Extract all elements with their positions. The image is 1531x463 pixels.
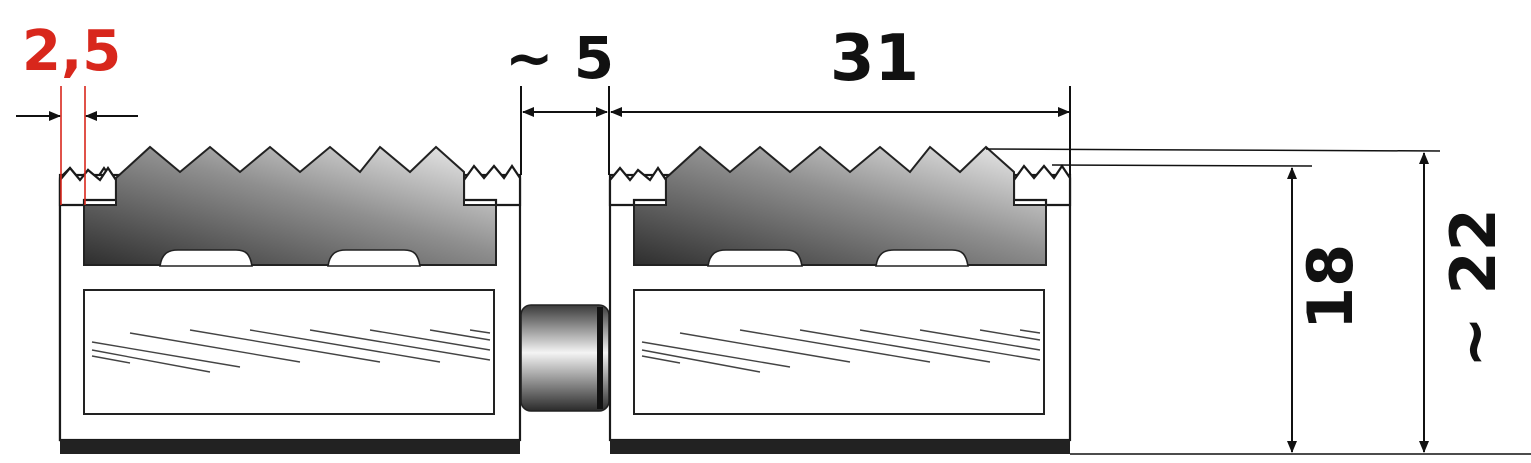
left-lower-panel <box>83 289 495 415</box>
insert-height-label: 18 <box>1294 244 1367 330</box>
dimension-insert-height: 18 <box>1051 164 1367 453</box>
dimension-total-height: ~ 22 <box>985 148 1531 455</box>
right-insert-slot-1 <box>707 249 803 267</box>
dimension-profile-width: 31 <box>610 22 1071 175</box>
left-insert-slot-1 <box>159 249 253 267</box>
groove-width-label: 2,5 <box>22 19 121 84</box>
right-panel-hatching <box>641 329 1041 373</box>
right-insert-slot-2 <box>875 249 969 267</box>
right-profile-edge-left <box>608 166 668 207</box>
dimension-gap: ~ 5 <box>505 24 614 175</box>
left-base-strip <box>60 440 520 454</box>
height22-extension-top <box>985 148 1441 152</box>
left-profile-edge-left <box>58 166 118 207</box>
left-profile-edge-right <box>462 164 522 207</box>
total-height-label: ~ 22 <box>1437 208 1510 368</box>
left-rubber-insert <box>83 145 497 266</box>
gap-label: ~ 5 <box>505 24 614 92</box>
dimension-groove-width: 2,5 <box>16 19 138 205</box>
left-insert-slot-2 <box>327 249 421 267</box>
profile-width-label: 31 <box>830 22 919 96</box>
right-base-strip <box>610 440 1070 454</box>
connector-spacer <box>520 304 610 412</box>
height18-extension-top <box>1051 164 1313 167</box>
right-lower-panel <box>633 289 1045 415</box>
right-profile-edge-right <box>1012 164 1072 207</box>
left-profile <box>58 145 522 454</box>
right-profile <box>608 145 1072 454</box>
right-rubber-insert <box>633 145 1047 266</box>
left-panel-hatching <box>91 329 491 373</box>
